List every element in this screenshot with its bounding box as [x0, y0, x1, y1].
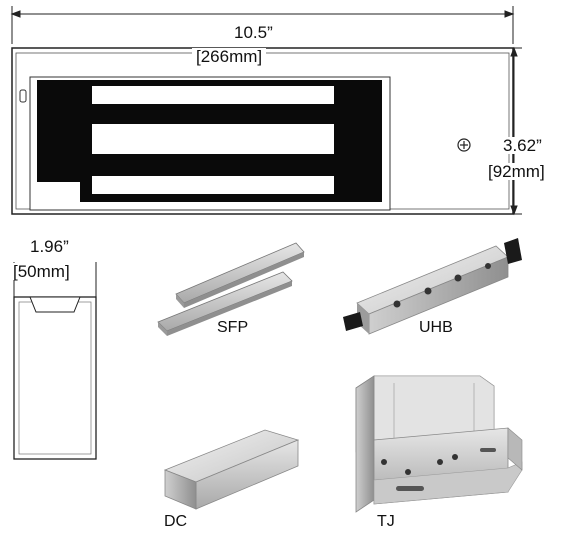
tj-bracket-image [355, 375, 523, 513]
depth-inches-label: 1.96” [30, 237, 69, 256]
uhb-label: UHB [419, 319, 453, 336]
width-inches-label: 10.5” [230, 24, 277, 41]
tj-label: TJ [377, 513, 395, 530]
uhb-bracket-image [343, 238, 522, 335]
height-inches-label: 3.62” [501, 136, 544, 155]
dc-cover-image [163, 429, 300, 510]
width-dimension-line [10, 6, 515, 44]
height-mm-label: [92mm] [486, 162, 547, 181]
sfp-plates-image [157, 242, 305, 336]
magnet-side-view [13, 262, 97, 460]
height-dimension-line [497, 46, 522, 216]
depth-mm-label: [50mm] [13, 262, 70, 281]
mounting-screw-icon [457, 138, 471, 152]
magnet-front-view [11, 47, 514, 215]
width-mm-label: [266mm] [192, 48, 267, 65]
sfp-label: SFP [217, 319, 249, 336]
dc-label: DC [164, 513, 188, 530]
